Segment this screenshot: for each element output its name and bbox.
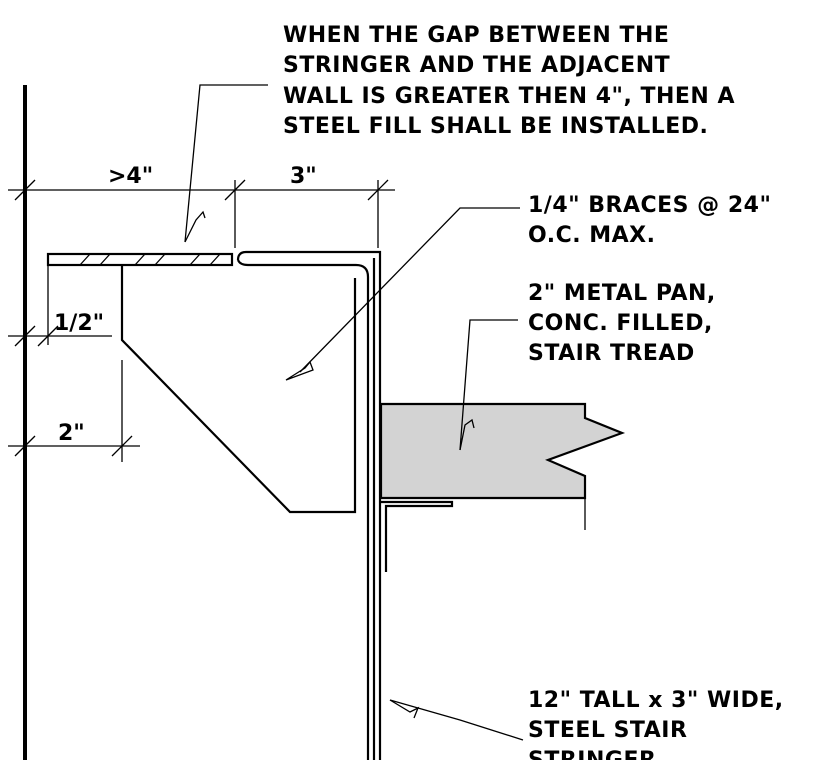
- braces-note-line: 1/4" BRACES @ 24": [528, 193, 771, 218]
- gap-note: WHEN THE GAP BETWEEN THE STRINGER AND TH…: [283, 23, 735, 139]
- stringer-note-line: STRINGER: [528, 748, 656, 760]
- leaders: [184, 84, 524, 741]
- brace-plate: [120, 266, 357, 514]
- gap-dimension-label: >4": [108, 164, 153, 189]
- stringer-width-label: 3": [290, 164, 317, 189]
- steel-stair-stringer: [236, 250, 382, 760]
- braces-note-line: O.C. MAX.: [528, 223, 655, 248]
- gap-note-line: WALL IS GREATER THEN 4", THEN A: [283, 84, 735, 109]
- gap-note-line: STRINGER AND THE ADJACENT: [283, 53, 670, 78]
- gap-note-line: WHEN THE GAP BETWEEN THE: [283, 23, 669, 48]
- stringer-note: 12" TALL x 3" WIDE, STEEL STAIR STRINGER: [528, 688, 784, 760]
- pan-note-line: STAIR TREAD: [528, 341, 695, 366]
- plate-offset-label: 1/2": [54, 311, 104, 336]
- stair-tread: [379, 402, 626, 572]
- pan-note: 2" METAL PAN, CONC. FILLED, STAIR TREAD: [528, 281, 716, 366]
- braces-note: 1/4" BRACES @ 24" O.C. MAX.: [528, 193, 771, 248]
- steel-fill-plate: [46, 252, 234, 267]
- gap-note-line: STEEL FILL SHALL BE INSTALLED.: [283, 114, 708, 139]
- pan-note-line: 2" METAL PAN,: [528, 281, 716, 306]
- stringer-note-line: STEEL STAIR: [528, 718, 687, 743]
- left-dimensions: 1/2" 2": [8, 265, 140, 462]
- top-dimension: >4" 3": [8, 164, 395, 248]
- pan-note-line: CONC. FILLED,: [528, 311, 713, 336]
- stringer-note-line: 12" TALL x 3" WIDE,: [528, 688, 784, 713]
- concrete-tread: [379, 402, 626, 500]
- brace-offset-label: 2": [58, 421, 85, 446]
